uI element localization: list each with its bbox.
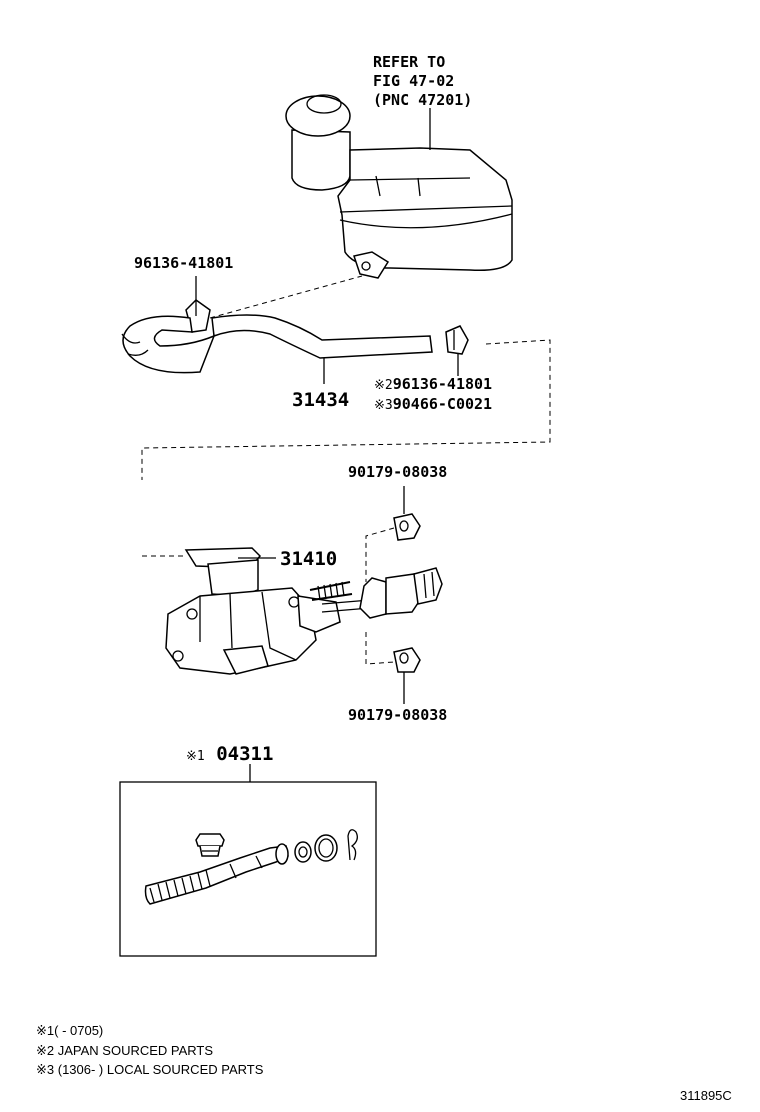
- refer-line-3: (PNC 47201): [373, 91, 473, 109]
- clip-right-number: 96136-41801: [392, 375, 493, 393]
- figure-id: 311895C: [680, 1088, 732, 1103]
- mark-3: ※3: [374, 398, 393, 413]
- mark-1: ※1: [186, 749, 205, 764]
- label-clip-alt: ※390466-C0021: [374, 395, 493, 413]
- label-nut-upper: 90179-08038: [348, 463, 448, 481]
- footnote-1-mark: ※1: [36, 1023, 55, 1038]
- footnote-3: ※3 (1306- ) LOCAL SOURCED PARTS: [36, 1063, 263, 1076]
- repair-kit-box: [119, 781, 377, 957]
- refer-line-2: FIG 47-02: [373, 72, 455, 90]
- label-kit: ※1 04311: [186, 745, 273, 764]
- link-dash-right: [141, 339, 551, 480]
- footnote-2-mark: ※2: [36, 1043, 55, 1058]
- nut-upper-dash: [365, 527, 395, 582]
- nut-upper: [393, 513, 421, 541]
- footnote-1: ※1( - 0705): [36, 1024, 103, 1037]
- mark-2: ※2: [374, 378, 393, 393]
- hose: [121, 314, 433, 374]
- label-clip-upper: 96136-41801: [134, 254, 234, 272]
- label-hose: 31434: [292, 389, 350, 411]
- footnote-3-mark: ※3: [36, 1062, 55, 1077]
- label-master-cylinder: 31410: [280, 548, 338, 570]
- label-nut-lower: 90179-08038: [348, 706, 448, 724]
- kit-number: 04311: [216, 743, 274, 765]
- refer-line-1: REFER TO: [373, 53, 446, 71]
- nut-lower: [393, 647, 421, 673]
- clip-upper-dash: [209, 275, 363, 319]
- reservoir-tank: [285, 94, 513, 279]
- clip-right: [445, 325, 469, 355]
- footnote-2-text: JAPAN SOURCED PARTS: [54, 1043, 214, 1058]
- footnote-1-text: ( - 0705): [54, 1023, 104, 1038]
- footnote-3-text: (1306- ) LOCAL SOURCED PARTS: [54, 1062, 264, 1077]
- label-clip-right: ※296136-41801: [374, 375, 493, 393]
- footnote-2: ※2 JAPAN SOURCED PARTS: [36, 1044, 213, 1057]
- master-cylinder: [165, 547, 443, 675]
- clip-alt-number: 90466-C0021: [392, 395, 493, 413]
- nut-lower-dash: [365, 632, 395, 665]
- repair-kit-parts: [144, 829, 358, 905]
